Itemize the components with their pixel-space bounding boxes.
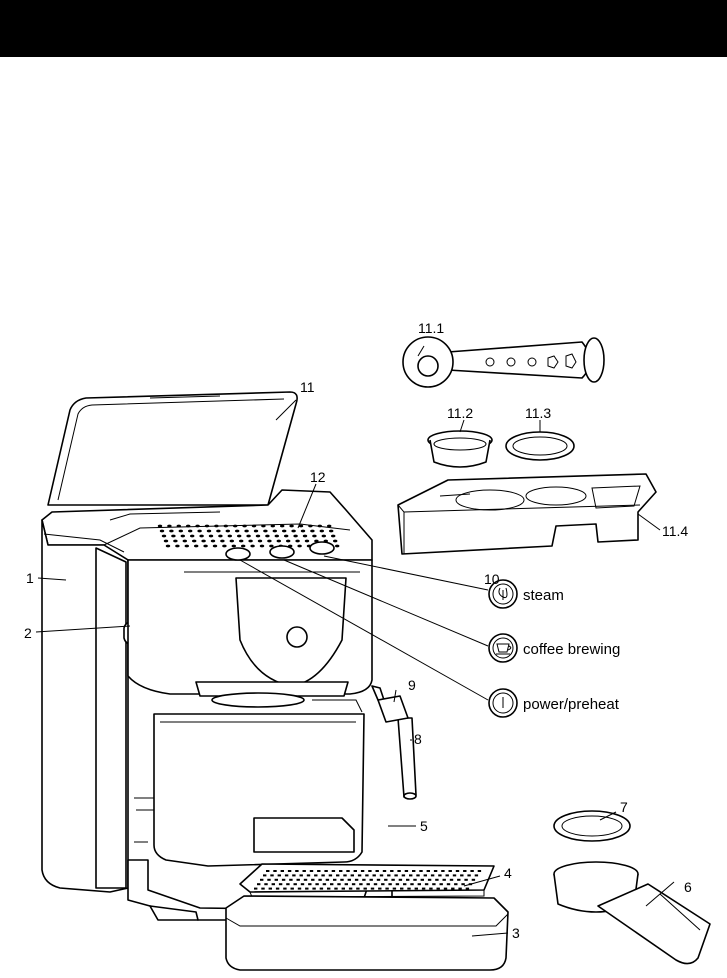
label-1: 1 [26, 570, 34, 586]
label-5: 5 [420, 818, 428, 834]
coffee-brewing-label: coffee brewing [523, 641, 620, 658]
leader-lines [35, 345, 675, 937]
label-8: 8 [414, 731, 422, 747]
lid [47, 391, 298, 506]
label-11: 11 [300, 379, 315, 395]
header-bar [0, 0, 727, 57]
steam-button-callout [488, 579, 518, 609]
label-2: 2 [24, 625, 32, 641]
accessory-holder [397, 473, 657, 555]
steam-label: steam [523, 587, 564, 604]
label-3: 3 [512, 925, 520, 941]
drip-tray [225, 895, 509, 971]
filter-11-2 [427, 430, 493, 468]
measuring-spoon [402, 336, 605, 388]
drip-grid [239, 863, 495, 898]
label-11-2: 11.2 [447, 405, 473, 421]
label-12: 12 [310, 469, 326, 485]
coffee-button-callout [488, 633, 518, 663]
power-button-callout [488, 688, 518, 718]
panel-buttons [225, 541, 335, 561]
power-preheat-label: power/preheat [523, 696, 620, 713]
espresso-machine [41, 391, 417, 921]
label-6: 6 [684, 879, 692, 895]
label-9: 9 [408, 677, 416, 693]
part-labels: 1 2 3 4 5 6 7 8 9 10 11 12 11.1 11.2 11.… [24, 320, 692, 941]
label-10: 10 [484, 571, 500, 587]
label-11-4: 11.4 [662, 523, 688, 539]
portafilter [553, 861, 711, 965]
button-labels: steam coffee brewing power/preheat [523, 587, 620, 713]
label-11-3: 11.3 [525, 405, 551, 421]
label-11-1: 11.1 [418, 320, 444, 336]
filter-7 [553, 810, 631, 842]
label-4: 4 [504, 865, 512, 881]
label-7: 7 [620, 799, 628, 815]
filter-11-3 [505, 431, 575, 461]
steam-wand [371, 685, 417, 800]
